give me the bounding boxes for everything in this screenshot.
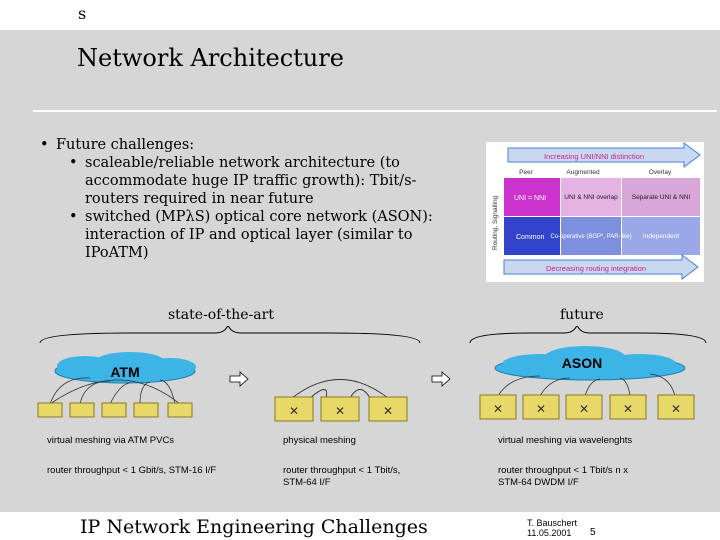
physical-routers: ✕ ✕ ✕	[274, 396, 408, 422]
svg-text:✕: ✕	[671, 402, 681, 416]
svg-text:✕: ✕	[536, 402, 546, 416]
bullet-future-challenges: Future challenges:	[40, 136, 460, 154]
cell-uni-nni	[504, 178, 560, 216]
transition-arrow-1	[229, 371, 249, 387]
caption-atm-title: virtual meshing via ATM PVCs	[47, 435, 175, 446]
bottom-arrow-shape	[503, 254, 699, 280]
atm-links	[49, 377, 181, 405]
footer-date: 11.05.2001	[527, 528, 572, 538]
atm-cloud: ATM	[54, 352, 196, 384]
label-state-of-the-art: state-of-the-art	[168, 307, 274, 323]
cell-separate	[622, 178, 700, 216]
caption-physical-title: physical meshing	[283, 435, 356, 446]
col-overlay: Overlay	[649, 169, 672, 176]
cell-overlap	[561, 178, 621, 216]
cell-uni-nni-text: UNI = NNI	[514, 195, 546, 202]
cell-common	[504, 217, 560, 255]
footer-author-block: T. Bauschert 11.05.2001	[527, 518, 577, 538]
slide-title: Network Architecture	[77, 44, 344, 72]
footer-author: T. Bauschert	[527, 518, 578, 528]
caption-atm-detail: router throughput < 1 Gbit/s, STM-16 I/F	[47, 465, 217, 476]
brace-state-of-the-art	[39, 326, 421, 344]
svg-text:✕: ✕	[623, 402, 633, 416]
svg-text:✕: ✕	[383, 404, 393, 418]
caption-ason-title: virtual meshing via wavelenghts	[498, 435, 633, 446]
bullet-list: Future challenges: scaleable/reliable ne…	[40, 136, 460, 262]
header-letter: s	[78, 4, 87, 23]
physical-links	[291, 379, 389, 399]
page-number: 5	[590, 527, 596, 538]
footer-title: IP Network Engineering Challenges	[80, 516, 428, 538]
col-augmented: Augmented	[566, 169, 600, 176]
cell-cooperative-text: Co-operative (BGP*, PAR-like)	[550, 234, 631, 240]
cell-separate-text: Separate UNI & NNI	[632, 194, 691, 201]
bullet-scaleable: scaleable/reliable network architecture …	[40, 154, 460, 208]
bullet-switched: switched (MPλS) optical core network (AS…	[40, 208, 460, 262]
bottom-arrow-label: Decreasing routing integration	[546, 264, 646, 273]
label-future: future	[560, 307, 604, 323]
cell-cooperative	[561, 217, 621, 255]
caption-physical-detail: router throughput < 1 Tbit/s, STM-64 I/F	[283, 465, 401, 488]
integration-matrix: Increasing UNI/NNI distinction Peer Augm…	[486, 142, 704, 282]
col-peer: Peer	[519, 169, 534, 176]
cell-common-text: Common	[516, 234, 545, 241]
ason-links	[497, 373, 676, 397]
svg-text:✕: ✕	[579, 402, 589, 416]
side-label: Routing, Signalling	[492, 195, 499, 250]
ason-routers: ✕ ✕ ✕ ✕ ✕	[479, 394, 695, 420]
atm-routers	[37, 402, 193, 418]
cell-independent	[622, 217, 700, 255]
svg-text:✕: ✕	[289, 404, 299, 418]
brace-future	[469, 326, 707, 344]
ason-label: ASON	[562, 355, 602, 371]
atm-label: ATM	[110, 364, 139, 380]
caption-ason-detail: router throughput < 1 Tbit/s n x STM-64 …	[498, 465, 628, 488]
transition-arrow-2	[431, 371, 451, 387]
cell-independent-text: Independent	[643, 233, 679, 240]
svg-text:✕: ✕	[335, 404, 345, 418]
cell-overlap-text: UNI & NNI overlap	[564, 194, 618, 201]
svg-text:✕: ✕	[493, 402, 503, 416]
title-divider	[33, 110, 717, 112]
network-diagram: ATM ✕ ✕ ✕ ASON	[37, 326, 707, 422]
top-arrow-shape	[507, 142, 701, 168]
ason-cloud: ASON	[494, 346, 686, 381]
top-arrow-label: Increasing UNI/NNI distinction	[544, 152, 644, 161]
